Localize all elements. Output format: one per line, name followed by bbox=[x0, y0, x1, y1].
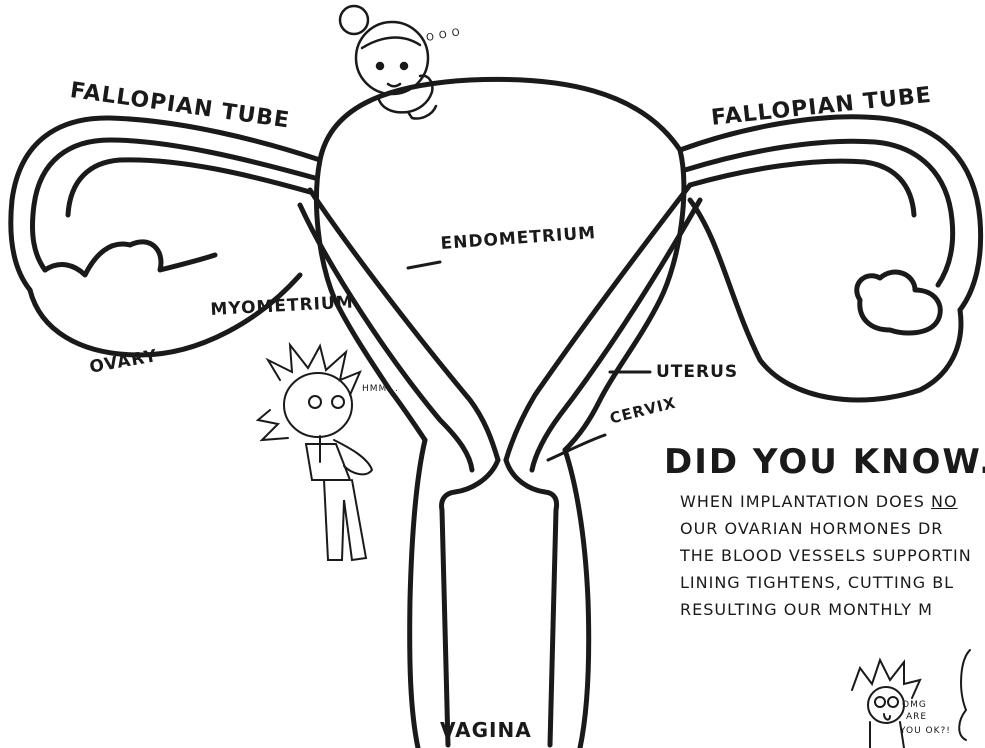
cervical-canal bbox=[442, 460, 557, 745]
fact-line: LINING TIGHTENS, CUTTING BL bbox=[680, 569, 985, 596]
fact-line: OUR OVARIAN HORMONES DR bbox=[680, 515, 985, 542]
girl-doodle-icon bbox=[340, 6, 436, 119]
fallopian-tube-right-inner2 bbox=[690, 161, 914, 215]
endometrium-pointer bbox=[408, 262, 440, 268]
fact-line: THE BLOOD VESSELS SUPPORTIN bbox=[680, 542, 985, 569]
fallopian-tube-right-outer bbox=[680, 117, 981, 310]
did-you-know-text: WHEN IMPLANTATION DOES NO OUR OVARIAN HO… bbox=[680, 488, 985, 623]
vagina-outline-right bbox=[565, 450, 589, 748]
vagina-label: VAGINA bbox=[440, 718, 532, 742]
boy-doodle-icon bbox=[258, 345, 372, 560]
worried-speech-line-2: ARE bbox=[906, 712, 927, 722]
vagina-outline bbox=[410, 440, 425, 748]
uterus-label: UTERUS bbox=[656, 362, 738, 382]
fallopian-tube-left-inner bbox=[32, 140, 315, 270]
fact-line: WHEN IMPLANTATION DOES NO bbox=[680, 488, 985, 515]
fact-line: RESULTING OUR MONTHLY M bbox=[680, 596, 985, 623]
worried-speech-line-3: YOU OK?! bbox=[900, 726, 951, 736]
worried-speech-line-1: OMG bbox=[902, 700, 927, 710]
endometrium-line-left bbox=[310, 190, 498, 460]
did-you-know-title: DID YOU KNOW... bbox=[664, 442, 985, 482]
boy-speech-text: HMM... bbox=[362, 384, 399, 394]
endometrium-line-right bbox=[506, 185, 690, 460]
